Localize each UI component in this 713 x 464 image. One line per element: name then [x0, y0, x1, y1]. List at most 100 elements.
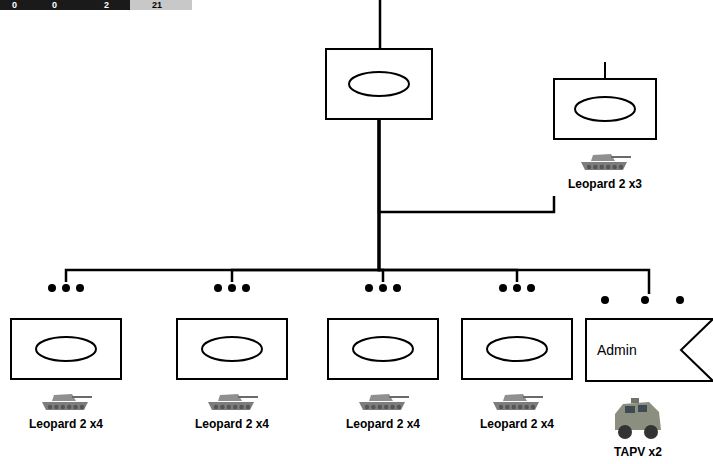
tank-gun: [238, 396, 258, 398]
tank-hull: [359, 402, 405, 410]
road-wheel: [524, 405, 528, 409]
tank-icon: [204, 388, 260, 412]
road-wheel: [397, 405, 401, 409]
ellipse-mark: [575, 97, 635, 121]
armour-ellipse: [555, 80, 655, 138]
road-wheel: [378, 405, 382, 409]
header-number: 2: [104, 0, 109, 10]
ellipse-mark: [349, 72, 409, 96]
road-wheel: [67, 405, 71, 409]
org-connector: [379, 120, 517, 282]
armour-symbol-box: [176, 318, 288, 380]
tank-icon: [489, 388, 545, 412]
grey-band: [130, 0, 192, 10]
label-holder: Leopard 2 x4: [10, 414, 122, 432]
road-wheel: [505, 405, 509, 409]
platoon-dots: [461, 282, 573, 294]
higher-link-line: [379, 0, 382, 48]
echelon-dot: [228, 284, 236, 292]
road-wheel: [593, 165, 597, 169]
echelon-dot: [676, 296, 684, 304]
tapv-window: [625, 406, 635, 413]
echelon-dot: [393, 284, 401, 292]
hq-troop-box: Leopard 2 x3: [553, 62, 657, 196]
ellipse-mark: [202, 337, 262, 361]
platoon-dots: [10, 282, 122, 294]
troop-box: Leopard 2 x4: [327, 282, 439, 432]
tank-gun: [611, 156, 631, 158]
troop-box: Leopard 2 x4: [10, 282, 122, 432]
tank-icon: [577, 148, 633, 172]
admin-label: Admin: [597, 342, 637, 358]
echelon-dot: [379, 284, 387, 292]
label-holder: Leopard 2 x3: [553, 174, 657, 192]
road-wheel: [612, 165, 616, 169]
header-number: 21: [152, 0, 162, 10]
equipment-label: TAPV x2: [614, 445, 662, 459]
echelon-dot: [601, 296, 609, 304]
tapv-wheel: [618, 425, 632, 439]
platoon-dots: [176, 282, 288, 294]
echelon-dot: [641, 296, 649, 304]
equipment-label: Leopard 2 x4: [480, 417, 554, 431]
armour-ellipse: [327, 50, 431, 118]
header-number: 0: [52, 0, 57, 10]
armour-symbol-box: [461, 318, 573, 380]
admin-box: AdminTAPV x2: [585, 294, 713, 460]
echelon-dot: [76, 284, 84, 292]
echelon-dot: [48, 284, 56, 292]
org-connector: [379, 120, 554, 212]
echelon-dot: [527, 284, 535, 292]
road-wheel: [233, 405, 237, 409]
road-wheel: [606, 165, 610, 169]
ellipse-mark: [353, 337, 413, 361]
org-connector: [379, 120, 649, 294]
road-wheel: [365, 405, 369, 409]
tank-hull: [581, 162, 627, 170]
armour-symbol-box: [10, 318, 122, 380]
road-wheel: [61, 405, 65, 409]
road-wheel: [220, 405, 224, 409]
armour-ellipse: [463, 320, 571, 378]
troop-box: Leopard 2 x4: [176, 282, 288, 432]
label-holder: TAPV x2: [585, 442, 691, 460]
road-wheel: [54, 405, 58, 409]
tank-gun: [389, 396, 409, 398]
road-wheel: [48, 405, 52, 409]
org-connector: [66, 120, 379, 282]
dark-band: [0, 0, 130, 10]
armour-symbol-box: [553, 78, 657, 140]
road-wheel: [587, 165, 591, 169]
tank-hull: [42, 402, 88, 410]
echelon-dot: [499, 284, 507, 292]
road-wheel: [227, 405, 231, 409]
ellipse-mark: [36, 337, 96, 361]
armour-ellipse: [12, 320, 120, 378]
echelon-dot: [214, 284, 222, 292]
road-wheel: [619, 165, 623, 169]
label-holder: Leopard 2 x4: [176, 414, 288, 432]
road-wheel: [214, 405, 218, 409]
hq-box: [325, 48, 433, 120]
label-holder: Leopard 2 x4: [461, 414, 573, 432]
echelon-dot: [242, 284, 250, 292]
road-wheel: [499, 405, 503, 409]
label-holder: Leopard 2 x4: [327, 414, 439, 432]
road-wheel: [371, 405, 375, 409]
equipment-label: Leopard 2 x4: [346, 417, 420, 431]
road-wheel: [384, 405, 388, 409]
tapv-window: [638, 405, 647, 412]
road-wheel: [239, 405, 243, 409]
equipment-label: Leopard 2 x3: [568, 177, 642, 191]
road-wheel: [73, 405, 77, 409]
armour-symbol-box: [327, 318, 439, 380]
armour-ellipse: [178, 320, 286, 378]
tapv-wheel: [644, 425, 658, 439]
equipment-label: Leopard 2 x4: [29, 417, 103, 431]
road-wheel: [80, 405, 84, 409]
tank-gun: [523, 396, 543, 398]
tank-hull: [208, 402, 254, 410]
tank-icon: [355, 388, 411, 412]
tank-hull: [493, 402, 539, 410]
tank-gun: [72, 396, 92, 398]
